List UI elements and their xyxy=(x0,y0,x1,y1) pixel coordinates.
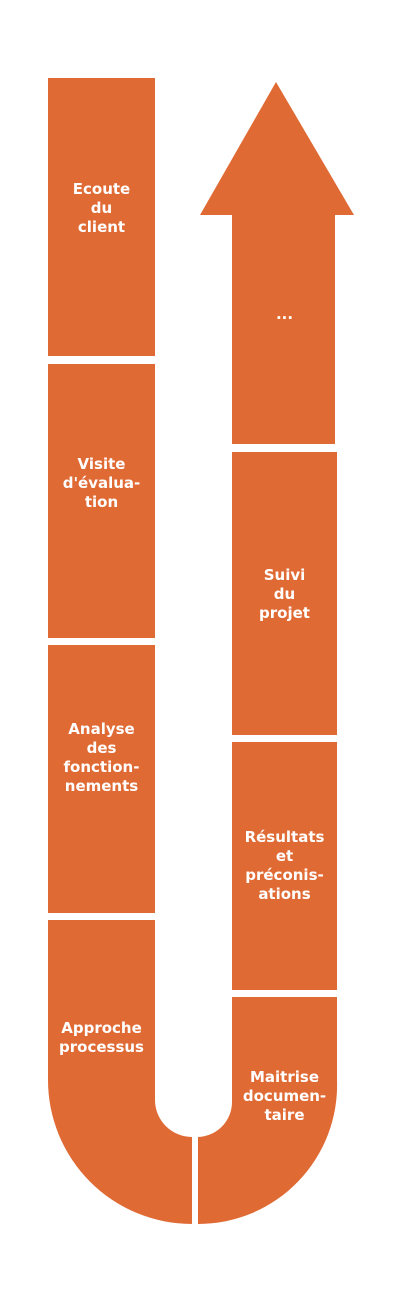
step-1-segment xyxy=(48,78,155,356)
step-2-segment xyxy=(48,364,155,638)
step-2-label: Visite d'évalua- tion xyxy=(62,455,141,511)
step-8-label: ... xyxy=(275,305,294,323)
step-4-label: Approche processus xyxy=(59,1019,144,1056)
step-6-segment xyxy=(232,742,337,990)
step-6-label: Résultats et préconis- ations xyxy=(244,828,325,903)
step-7-label: Suivi du projet xyxy=(259,566,310,622)
step-5-segment xyxy=(198,997,338,1225)
step-3-segment xyxy=(48,645,155,913)
step-3-label: Analyse des fonction- nements xyxy=(63,720,140,795)
step-7-segment xyxy=(232,452,337,735)
step-5-label: Maitrise documen- taire xyxy=(242,1068,327,1124)
step-4-segment xyxy=(48,920,192,1224)
step-1-label: Ecoute du client xyxy=(72,180,131,236)
arrow-head-segment xyxy=(200,82,354,444)
